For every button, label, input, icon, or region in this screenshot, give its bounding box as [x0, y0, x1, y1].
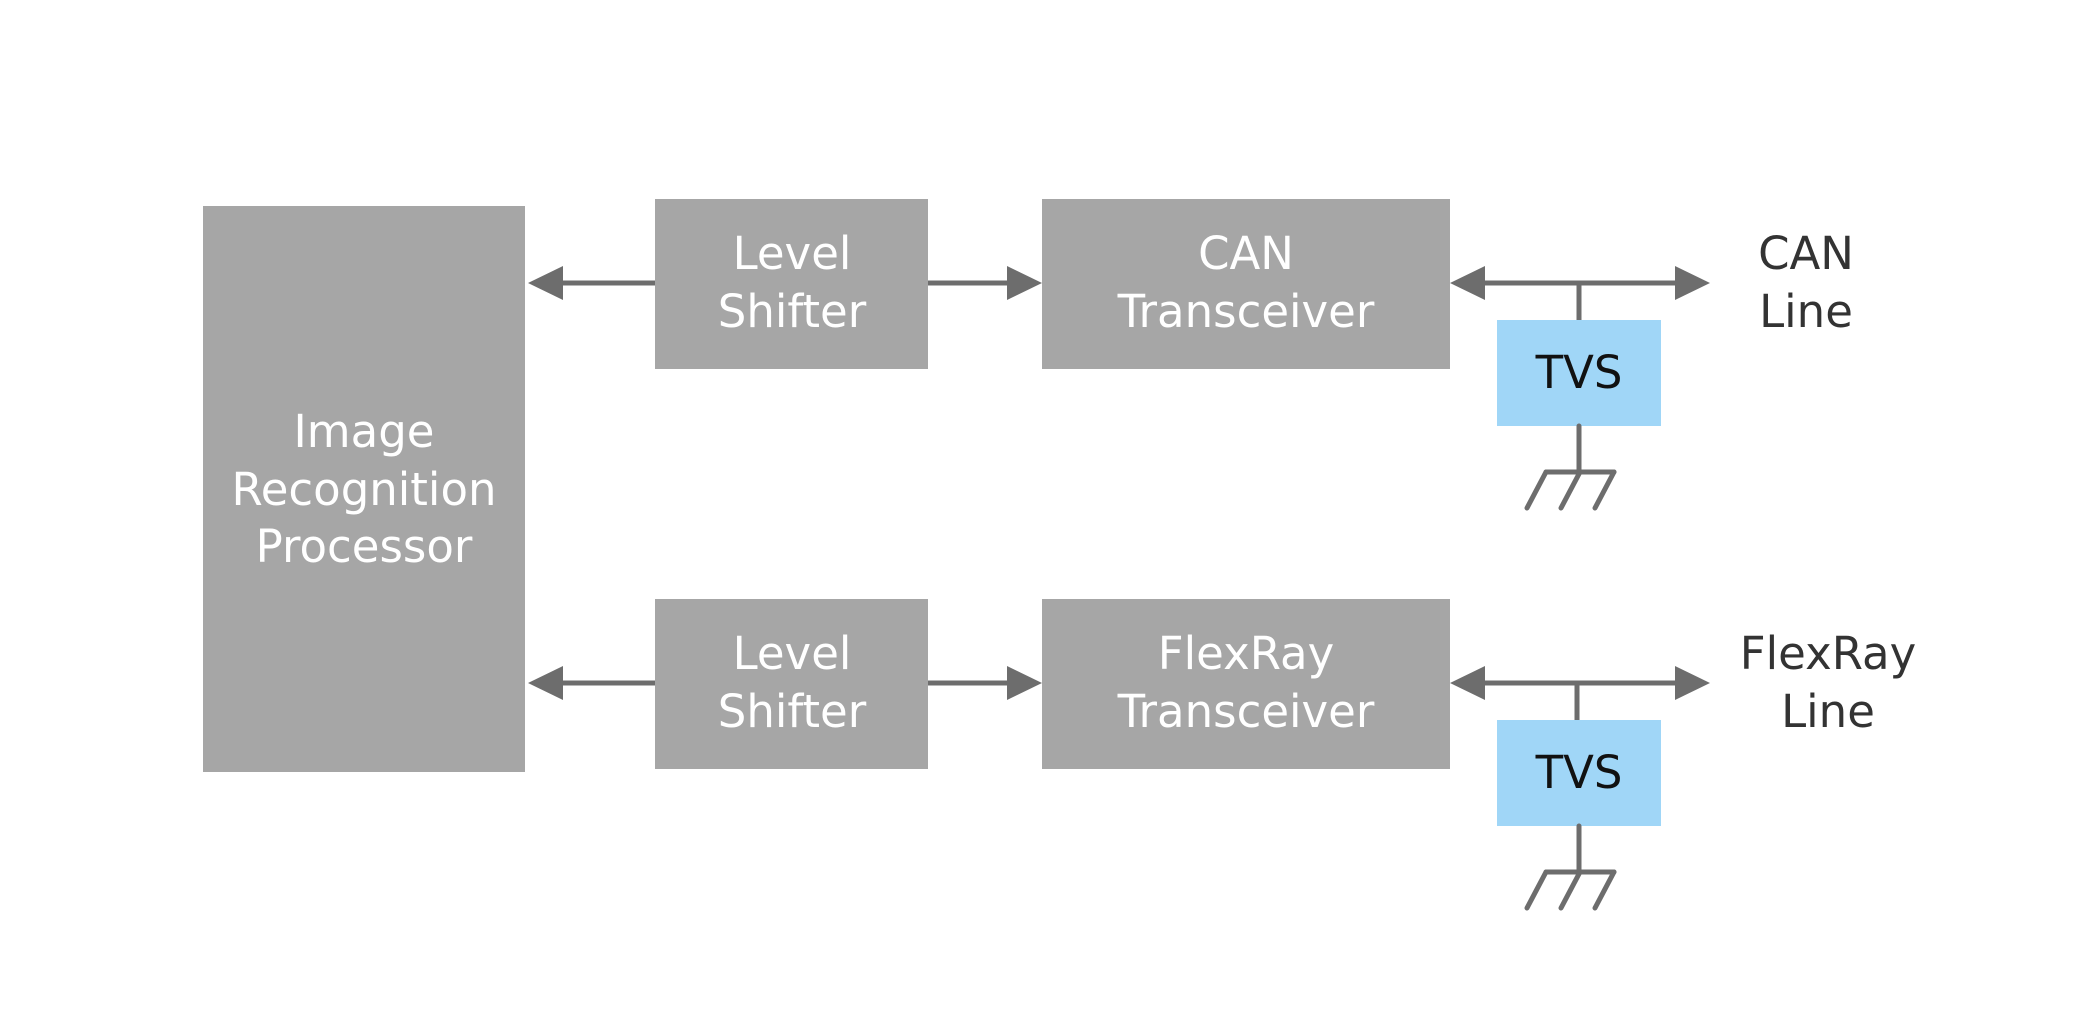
- flexray-transceiver-line1: FlexRay: [1158, 627, 1334, 680]
- level-shifter-flexray-block: Level Shifter: [655, 599, 928, 769]
- ground-icon: [1524, 823, 1617, 911]
- arrowhead-left-icon: [1450, 666, 1485, 700]
- tvs-can-block: TVS: [1497, 320, 1661, 426]
- flexray-transceiver-line2: Transceiver: [1117, 685, 1375, 738]
- flexray-path: Level Shifter FlexRay Transceiver TVS Fl…: [528, 599, 1916, 911]
- ground-icon: [1524, 423, 1617, 511]
- flexray-line-label-line1: FlexRay: [1740, 627, 1916, 680]
- can-line-label-line2: Line: [1759, 285, 1853, 338]
- level-shifter-flexray-line2: Shifter: [718, 685, 867, 738]
- processor-label-line1: Image: [294, 405, 435, 458]
- arrowhead-right-icon: [1675, 666, 1710, 700]
- flexray-line-label-line2: Line: [1781, 685, 1875, 738]
- arrowhead-left-icon: [528, 266, 563, 300]
- can-transceiver-line1: CAN: [1198, 227, 1294, 280]
- level-shifter-can-line2: Shifter: [718, 285, 867, 338]
- processor-block: Image Recognition Processor: [203, 206, 525, 772]
- arrowhead-right-icon: [1007, 266, 1042, 300]
- tvs-flexray-label: TVS: [1535, 746, 1623, 799]
- processor-label-line2: Recognition: [232, 463, 497, 516]
- arrowhead-right-icon: [1675, 266, 1710, 300]
- flexray-transceiver-block: FlexRay Transceiver: [1042, 599, 1450, 769]
- tvs-can-label: TVS: [1535, 346, 1623, 399]
- can-transceiver-line2: Transceiver: [1117, 285, 1375, 338]
- can-path: Level Shifter CAN Transceiver TVS: [528, 199, 1854, 511]
- processor-label-line3: Processor: [256, 520, 473, 573]
- arrowhead-right-icon: [1007, 666, 1042, 700]
- level-shifter-can-line1: Level: [733, 227, 852, 280]
- can-transceiver-block: CAN Transceiver: [1042, 199, 1450, 369]
- level-shifter-can-block: Level Shifter: [655, 199, 928, 369]
- arrowhead-left-icon: [1450, 266, 1485, 300]
- tvs-flexray-block: TVS: [1497, 720, 1661, 826]
- can-line-label-line1: CAN: [1758, 227, 1854, 280]
- arrowhead-left-icon: [528, 666, 563, 700]
- level-shifter-flexray-line1: Level: [733, 627, 852, 680]
